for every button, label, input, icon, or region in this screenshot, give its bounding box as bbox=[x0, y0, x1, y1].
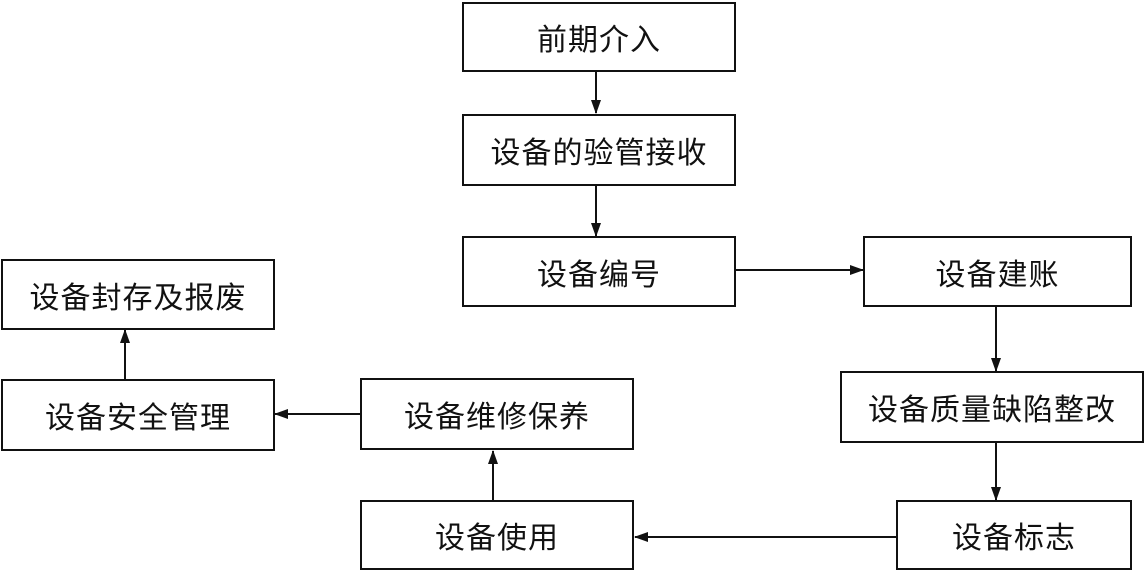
node-label: 设备的验管接收 bbox=[490, 136, 708, 171]
node-label: 设备使用 bbox=[435, 521, 559, 556]
node-label: 前期介入 bbox=[537, 23, 661, 58]
node-label: 设备建账 bbox=[935, 257, 1060, 293]
node-label: 设备维修保养 bbox=[404, 400, 590, 435]
node-label: 设备质量缺陷整改 bbox=[868, 393, 1116, 428]
node-numbering: 设备编号 bbox=[462, 236, 736, 307]
node-usage: 设备使用 bbox=[360, 500, 634, 570]
node-label: 设备封存及报废 bbox=[29, 280, 247, 316]
node-maintenance: 设备维修保养 bbox=[360, 378, 634, 450]
node-label: 设备安全管理 bbox=[45, 401, 231, 436]
node-marking: 设备标志 bbox=[896, 500, 1132, 570]
node-defect-rectification: 设备质量缺陷整改 bbox=[840, 371, 1144, 443]
node-sealing-scrapping: 设备封存及报废 bbox=[1, 259, 275, 330]
node-label: 设备标志 bbox=[952, 521, 1076, 556]
node-safety-management: 设备安全管理 bbox=[1, 379, 275, 451]
node-early-involvement: 前期介入 bbox=[462, 2, 736, 72]
node-acceptance: 设备的验管接收 bbox=[462, 114, 736, 186]
node-ledger: 设备建账 bbox=[863, 236, 1132, 307]
node-label: 设备编号 bbox=[537, 257, 661, 293]
